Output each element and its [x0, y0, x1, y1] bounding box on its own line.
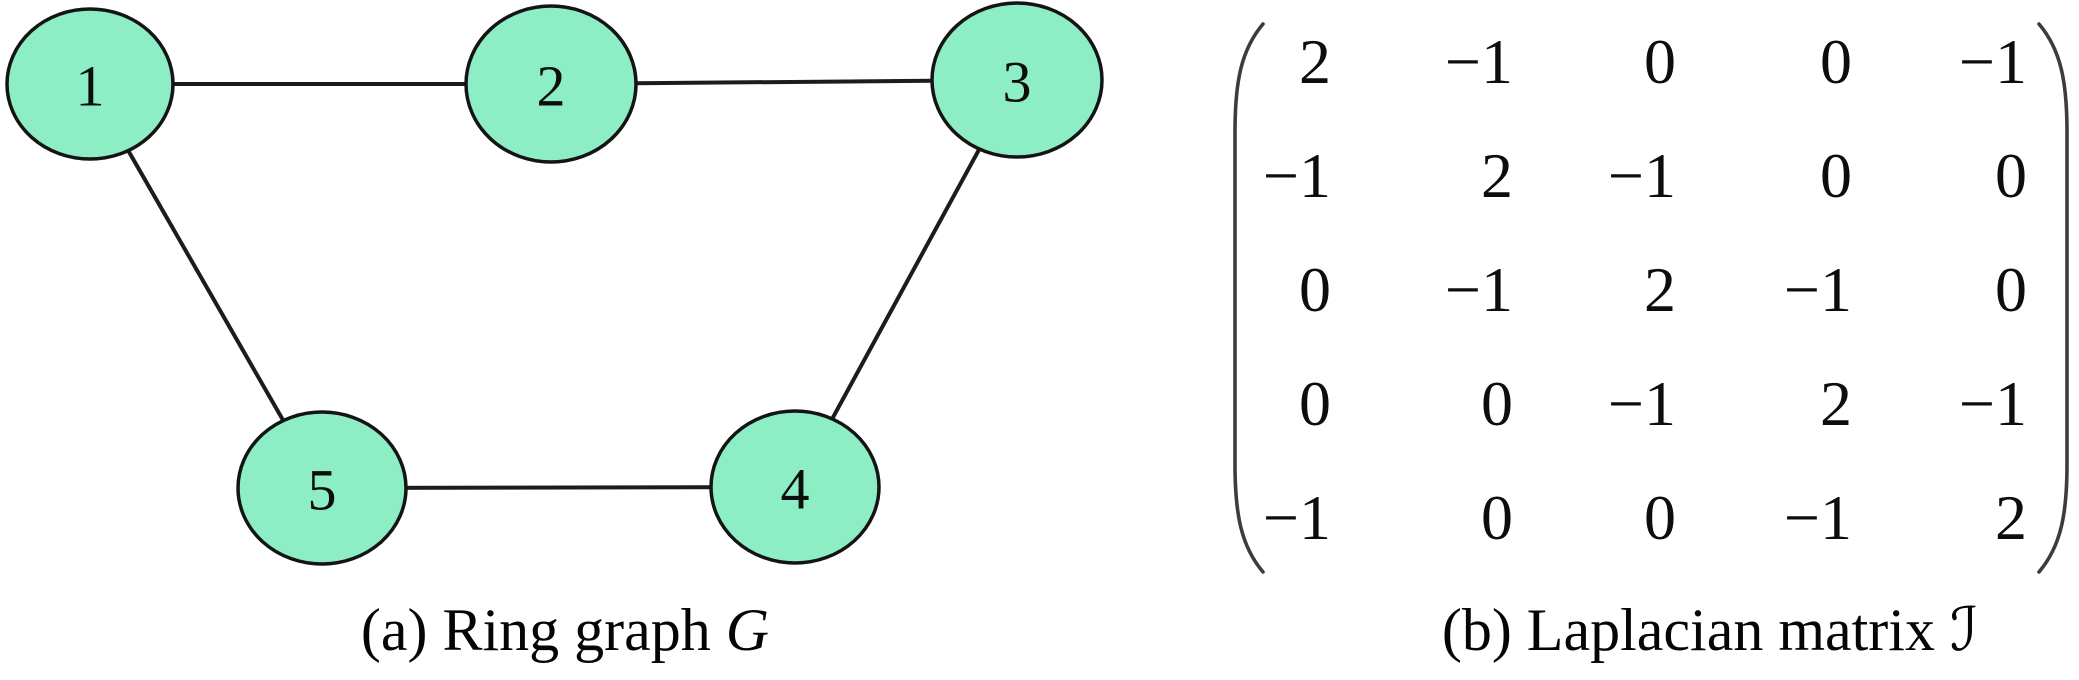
node-4-circle	[709, 409, 881, 565]
caption-a-text: (a) Ring graph	[360, 597, 726, 663]
matrix-cell: 0	[1820, 26, 1852, 97]
node-2-label: 2	[537, 54, 566, 119]
matrix-cell: 0	[1481, 368, 1513, 439]
caption-panel-b: (b) Laplacian matrix ℐ	[1290, 597, 2079, 663]
node-1-circle	[5, 7, 175, 161]
node-3-label: 3	[1003, 50, 1032, 115]
matrix-cell: −1	[1958, 26, 2027, 97]
node-5-label: 5	[308, 458, 337, 523]
matrix-cell: 0	[1644, 26, 1676, 97]
ring-graph-figure: 1 2 3 4 5	[5, 1, 1104, 566]
node-4-label: 4	[781, 457, 810, 522]
matrix-cell: −1	[1783, 254, 1852, 325]
matrix-cell: −1	[1607, 368, 1676, 439]
matrix-cell: −1	[1262, 482, 1331, 553]
caption-b-text: (b) Laplacian matrix	[1441, 597, 1950, 663]
matrix-cell: 0	[1820, 140, 1852, 211]
matrix-cell: −1	[1958, 368, 2027, 439]
matrix-cell: −1	[1444, 254, 1513, 325]
matrix-cell: 0	[1995, 254, 2027, 325]
node-5-circle	[236, 410, 408, 566]
node-2-circle	[464, 4, 638, 164]
matrix-cell: 0	[1481, 482, 1513, 553]
matrix-cell: −1	[1262, 140, 1331, 211]
caption-panel-a: (a) Ring graph G	[10, 597, 1120, 663]
matrix-cells: 2 −1 0 0 −1 −1 2 −1 0 0 0 −1 2 −1 0 0 0 …	[1253, 5, 2027, 575]
left-parenthesis	[1233, 22, 1265, 574]
matrix-cell: −1	[1444, 26, 1513, 97]
node-1-label: 1	[76, 54, 105, 119]
matrix-cell: 2	[1820, 368, 1852, 439]
laplacian-matrix: 2 −1 0 0 −1 −1 2 −1 0 0 0 −1 2 −1 0 0 0 …	[1233, 5, 2069, 580]
caption-a-graph-symbol: G	[725, 597, 770, 663]
matrix-cell: 2	[1644, 254, 1676, 325]
matrix-cell: 2	[1481, 140, 1513, 211]
matrix-cell: 0	[1644, 482, 1676, 553]
matrix-cell: 2	[1995, 482, 2027, 553]
caption-b-matrix-symbol: ℐ	[1949, 595, 1979, 665]
node-3-circle	[930, 1, 1104, 159]
matrix-cell: −1	[1783, 482, 1852, 553]
matrix-cell: 0	[1299, 254, 1331, 325]
right-parenthesis	[2037, 22, 2069, 574]
matrix-cell: 2	[1299, 26, 1331, 97]
matrix-cell: −1	[1607, 140, 1676, 211]
matrix-cell: 0	[1299, 368, 1331, 439]
matrix-cell: 0	[1995, 140, 2027, 211]
